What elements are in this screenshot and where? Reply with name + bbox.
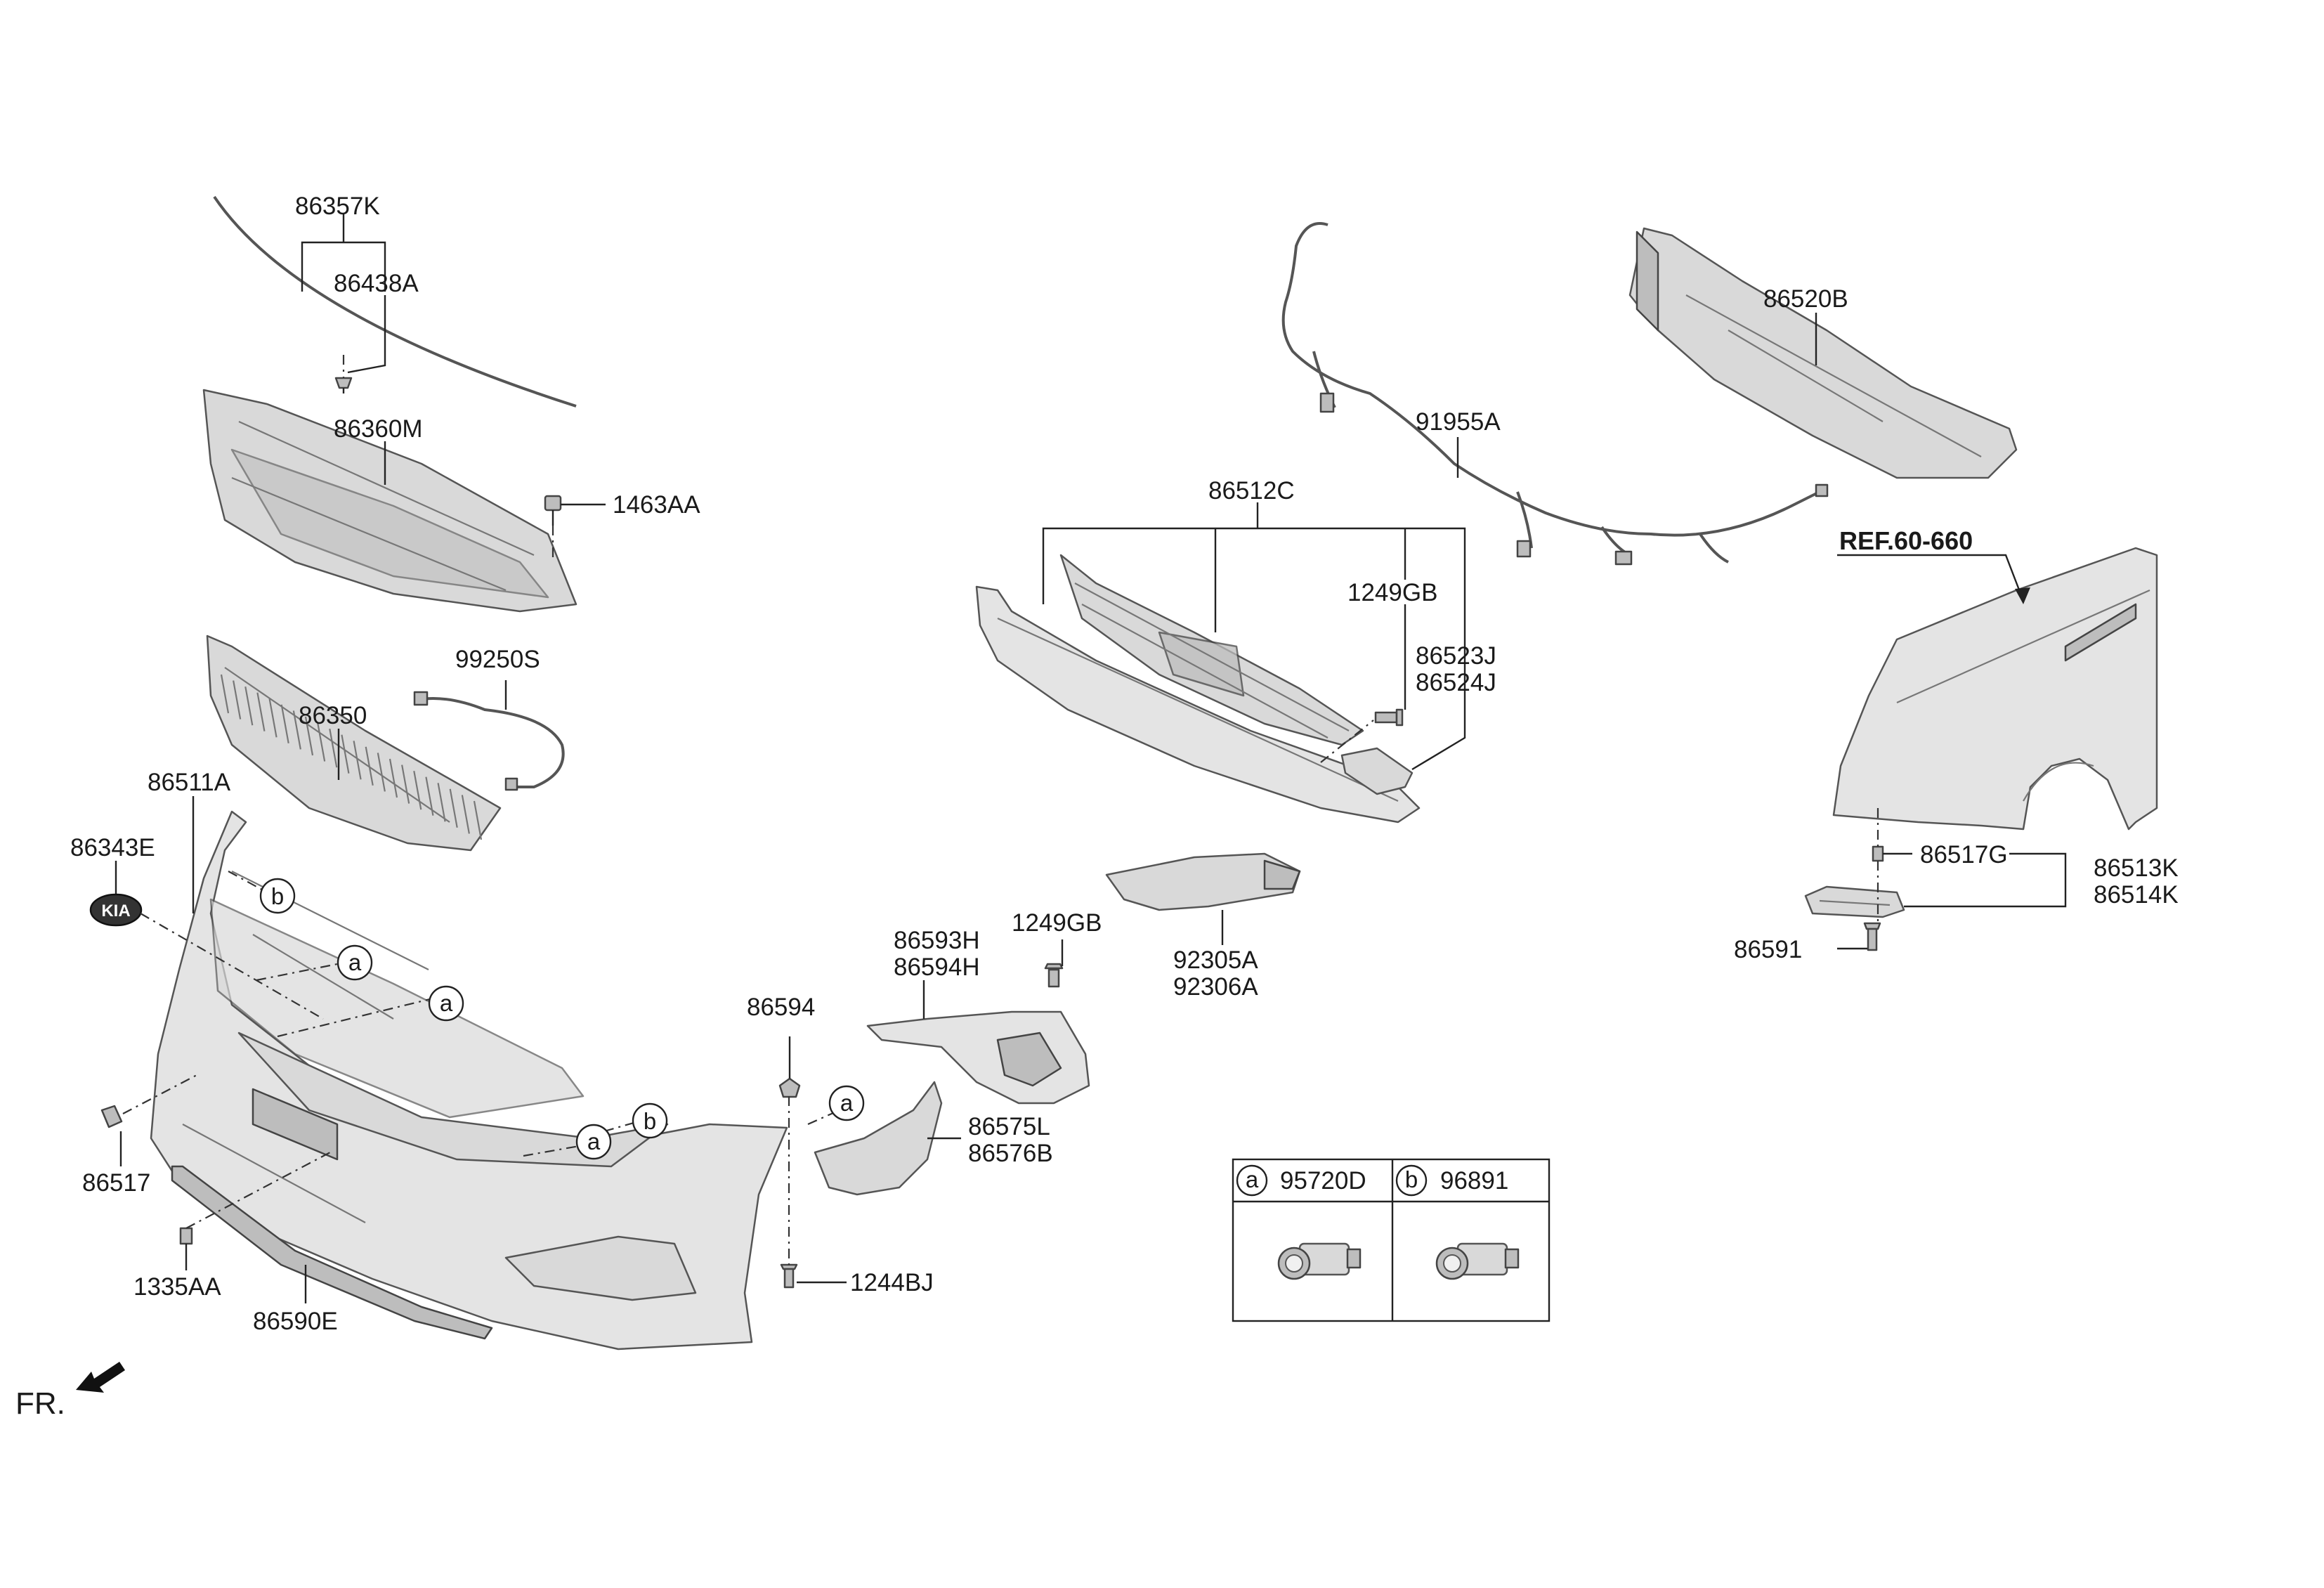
alignment-lines: [122, 355, 1879, 1265]
label-1249gb-lower: 1249GB: [1012, 909, 1102, 937]
label-91955a: 91955A: [1416, 408, 1501, 436]
bracket-86513k-part: [1804, 885, 1905, 918]
front-direction-arrow-icon: [76, 1362, 125, 1393]
radiator-grille-part: [206, 634, 502, 852]
label-99250s: 99250S: [455, 646, 540, 673]
clip-86517g-part: [1872, 845, 1884, 862]
svg-text:a: a: [840, 1090, 854, 1116]
label-1249gb-upper: 1249GB: [1347, 579, 1437, 606]
label-86593h: 86593H: [894, 927, 980, 954]
clip-86438a-part: [334, 377, 353, 393]
label-86524j: 86524J: [1416, 669, 1496, 696]
legend-part-a: 95720D: [1280, 1167, 1366, 1195]
legend-callout-a: a: [1236, 1164, 1268, 1197]
fog-cover-part: [866, 1010, 1090, 1105]
clip-1335aa-part: [179, 1227, 193, 1245]
clip-1463aa-part: [544, 495, 562, 526]
label-92305a: 92305A: [1173, 946, 1258, 974]
energy-absorber-part: [1628, 227, 2018, 479]
label-ref-60-660: REF.60-660: [1839, 526, 1973, 555]
front-direction-indicator: FR.: [15, 1362, 125, 1421]
label-86514k: 86514K: [2094, 881, 2179, 909]
hood-weatherstrip-part: [213, 195, 577, 408]
svg-text:b: b: [271, 883, 284, 909]
parking-sensor-icon: [1277, 1242, 1362, 1280]
cover-86523j-part: [1340, 747, 1414, 795]
radiator-cover-part: [202, 389, 577, 613]
label-86350: 86350: [299, 702, 367, 729]
label-86594h: 86594H: [894, 954, 980, 981]
sensor-legend-table: a 95720D b 96891: [1232, 1158, 1551, 1322]
callout-b-1: b: [259, 878, 296, 914]
label-86517g: 86517G: [1920, 841, 2008, 868]
screw-1244bj-part: [780, 1263, 798, 1289]
label-1335aa: 1335AA: [133, 1273, 221, 1301]
bracket-86575l-part: [814, 1081, 943, 1196]
tow-cap-part: [100, 1105, 123, 1128]
label-86576b: 86576B: [968, 1140, 1053, 1167]
label-86575l: 86575L: [968, 1113, 1050, 1140]
label-1244bj: 1244BJ: [850, 1269, 934, 1296]
clip-86594-part: [778, 1077, 801, 1098]
label-86357k: 86357K: [295, 193, 380, 220]
label-86511a: 86511A: [148, 769, 231, 796]
callout-a-1: a: [337, 944, 373, 981]
svg-text:a: a: [587, 1128, 601, 1154]
label-86523j: 86523J: [1416, 642, 1496, 670]
screw-1249gb-upper-part: [1374, 708, 1404, 727]
callout-a-4: a: [828, 1085, 865, 1121]
label-86513k: 86513K: [2094, 854, 2179, 882]
label-86594: 86594: [747, 994, 815, 1021]
parking-sensor-icon: [1435, 1242, 1520, 1280]
callout-b-2: b: [632, 1102, 668, 1139]
lower-grille-part: [975, 554, 1421, 824]
screw-1249gb-lower-part: [1044, 963, 1064, 988]
svg-text:KIA: KIA: [101, 902, 130, 920]
part-labels: 86357K 86438A 86360M 1463AA 99250S 86350…: [70, 193, 2179, 1335]
label-92306a: 92306A: [1173, 973, 1258, 1001]
label-86520b: 86520B: [1763, 285, 1848, 313]
svg-text:a: a: [348, 949, 362, 975]
legend-callout-b: b: [1395, 1164, 1428, 1197]
svg-text:a: a: [1246, 1166, 1259, 1192]
wiring-harness-part: [1281, 222, 1829, 566]
callout-a-2: a: [428, 985, 464, 1022]
label-86360m: 86360M: [334, 415, 422, 443]
label-fr: FR.: [15, 1386, 65, 1421]
svg-text:b: b: [1405, 1166, 1418, 1192]
callout-a-3: a: [575, 1124, 612, 1160]
lower-strip-part: [171, 1165, 493, 1340]
legend-part-b: 96891: [1440, 1167, 1508, 1195]
svg-text:b: b: [644, 1108, 656, 1134]
label-86512c: 86512C: [1208, 477, 1295, 505]
label-86591: 86591: [1734, 936, 1802, 963]
label-86590e: 86590E: [253, 1308, 338, 1335]
label-86438a: 86438A: [334, 270, 419, 297]
wiring-99250s-part: [413, 691, 565, 791]
kia-emblem-icon: KIA: [89, 893, 143, 927]
fender-part: [1832, 547, 2158, 831]
label-1463aa: 1463AA: [613, 491, 700, 519]
drl-lamp-part: [1105, 852, 1301, 911]
label-86517: 86517: [82, 1169, 150, 1197]
svg-text:a: a: [440, 990, 453, 1016]
leader-lines: [115, 214, 2067, 1303]
screw-86591-part: [1863, 922, 1881, 951]
label-86343e: 86343E: [70, 834, 155, 861]
bumper-cover-part: [150, 810, 788, 1351]
